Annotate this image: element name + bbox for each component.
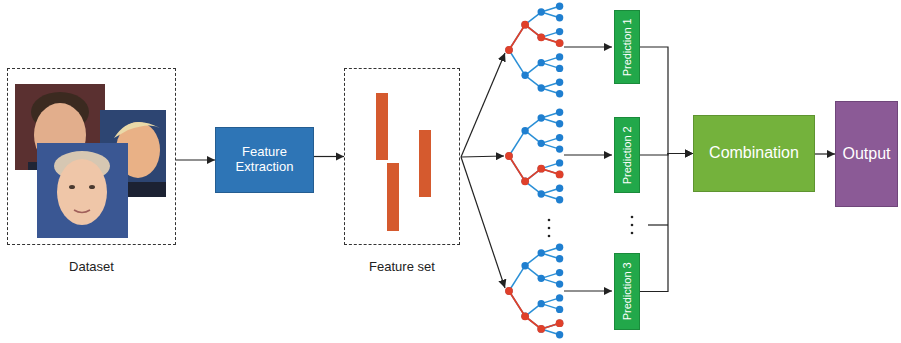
tree-node [521, 312, 529, 320]
feature-bar [387, 163, 399, 231]
fan-arrow [461, 53, 505, 157]
decision-tree [505, 244, 563, 339]
dot [548, 227, 551, 230]
dataset-box: Dataset [7, 68, 176, 245]
tree-arrow [564, 290, 612, 291]
fan-arrows [461, 53, 505, 288]
dot [548, 219, 551, 222]
fan-arrow [461, 156, 504, 157]
decision-tree [505, 109, 563, 204]
tree-node [537, 33, 545, 41]
node-text: Combination [709, 144, 799, 162]
tree-node [537, 165, 545, 173]
tree-node [505, 287, 513, 295]
node-text: Prediction 3 [621, 262, 634, 320]
feature-bar [419, 130, 431, 197]
box-label: Feature set [315, 260, 489, 275]
hair [114, 122, 160, 138]
face [57, 159, 107, 225]
tree-copy [505, 3, 563, 98]
dot [631, 232, 634, 235]
prediction-box: Prediction 3 [614, 253, 640, 330]
tree-node [556, 319, 564, 327]
prediction-box: Prediction 1 [614, 10, 640, 84]
output-box: Output [835, 101, 898, 207]
connector-arrow [640, 47, 693, 154]
tree-path [509, 156, 560, 181]
tree-path [509, 25, 560, 50]
tree-copy [505, 244, 563, 339]
decision-tree [505, 3, 563, 98]
face-photo [37, 143, 128, 238]
dot [631, 224, 634, 227]
feature-bar [376, 93, 388, 160]
tree-copy [505, 109, 563, 204]
connector-arrow [815, 153, 835, 154]
node-text: Feature Extraction [216, 145, 313, 175]
prediction-box: Prediction 2 [614, 117, 640, 193]
node-text: Prediction 1 [621, 18, 634, 76]
tree-path-nodes [505, 21, 563, 54]
tree-arrow [564, 46, 612, 47]
photo-ground [37, 143, 128, 238]
tree-path-nodes [505, 287, 563, 333]
tree-node [505, 152, 513, 160]
process-box: Feature Extraction [215, 127, 314, 193]
tree-arrow [564, 154, 612, 155]
fan-arrow [461, 157, 505, 288]
connector-arrow [176, 159, 215, 160]
tree-node [505, 46, 513, 54]
eye [89, 185, 95, 189]
tree-path [509, 291, 560, 329]
tree-node [556, 39, 564, 47]
tree-node [556, 170, 564, 178]
ellipsis-dots [548, 216, 634, 238]
mouth [74, 210, 90, 213]
combination-box: Combination [693, 115, 815, 192]
eye [69, 185, 75, 189]
tree-node [521, 21, 529, 29]
dot [548, 235, 551, 238]
node-text: Prediction 2 [621, 126, 634, 184]
connector-arrow [314, 156, 344, 157]
tree-node [521, 177, 529, 185]
dot [631, 216, 634, 219]
feature-bars [376, 93, 431, 231]
feature-set-box: Feature set [344, 68, 460, 245]
connector-arrow [640, 154, 693, 292]
box-label: Dataset [0, 260, 205, 275]
tree-node [537, 325, 545, 333]
tree-path-nodes [505, 152, 563, 185]
node-text: Output [842, 145, 890, 163]
bus-stub [648, 224, 668, 225]
